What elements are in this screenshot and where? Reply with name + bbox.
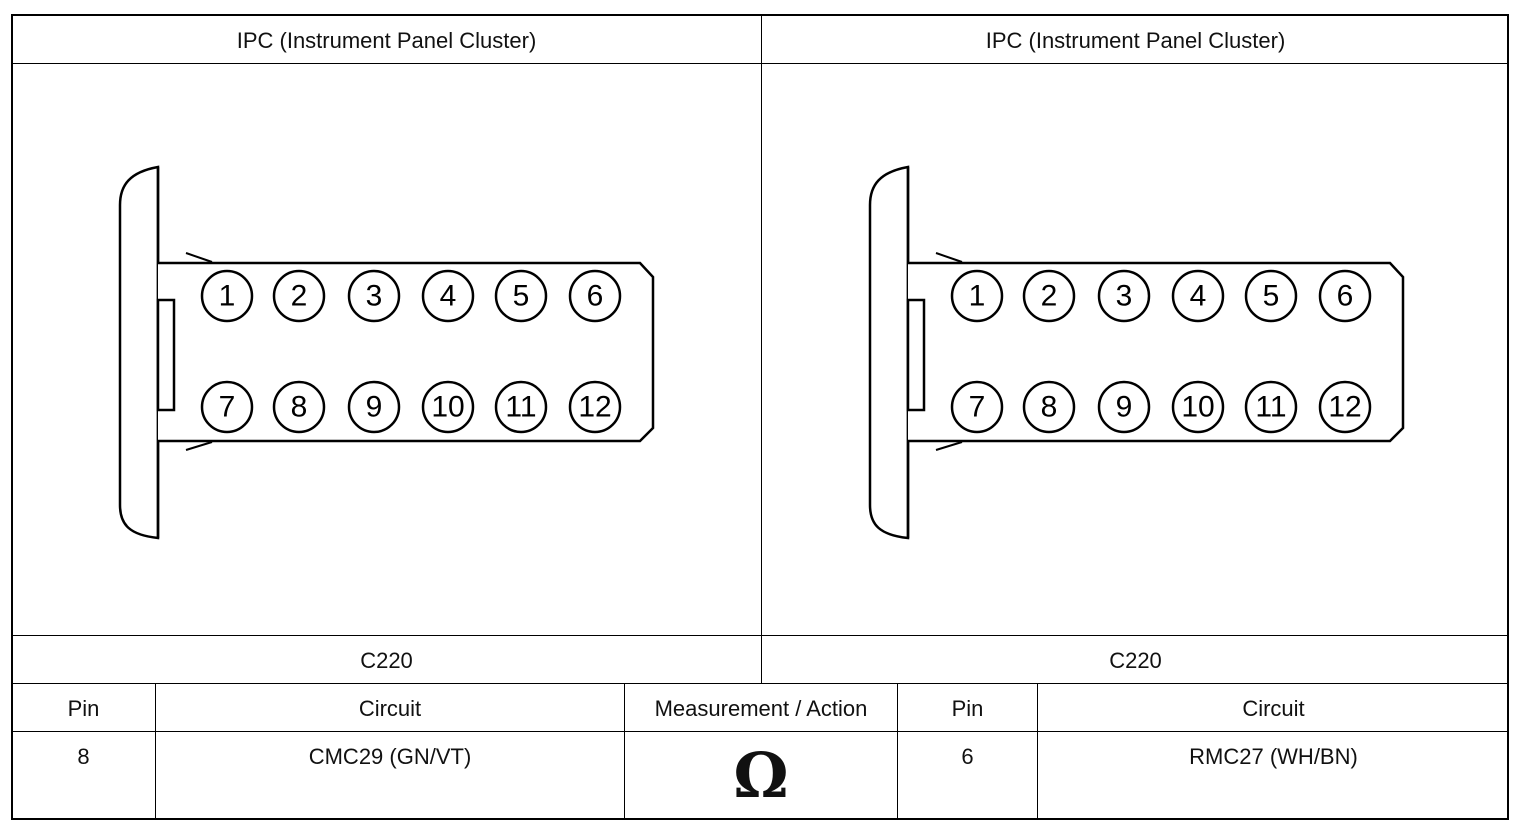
left-pin-8 (272, 380, 326, 434)
left-pin-label-5: 5 (513, 280, 530, 313)
right-pin-label-11: 11 (1255, 391, 1286, 424)
panel-divider (761, 15, 762, 684)
connector-row-divider (12, 635, 1509, 636)
table-header-top (12, 683, 1509, 684)
left-pin-6 (568, 269, 622, 323)
title-row-divider (12, 63, 1509, 64)
left-pin-12 (568, 380, 622, 434)
right-pin-5 (1244, 269, 1298, 323)
row-circuit-b: RMC27 (WH/BN) (1189, 744, 1358, 769)
left-pin-label-9: 9 (366, 391, 383, 424)
left-pin-1 (200, 269, 254, 323)
left-pin-9 (347, 380, 401, 434)
left-pin-3 (347, 269, 401, 323)
right-pin-label-4: 4 (1190, 280, 1207, 313)
col-divider-2 (624, 684, 625, 819)
right-pin-label-7: 7 (969, 391, 986, 424)
left-pin-label-7: 7 (219, 391, 236, 424)
right-pin-label-10: 10 (1181, 391, 1214, 424)
left-pin-10 (421, 380, 475, 434)
right-pin-10 (1171, 380, 1225, 434)
right-pin-11 (1244, 380, 1298, 434)
right-pin-label-8: 8 (1041, 391, 1058, 424)
right-pin-12 (1318, 380, 1372, 434)
panel-title-left: IPC (Instrument Panel Cluster) (236, 28, 537, 53)
col-divider-4 (1037, 684, 1038, 819)
right-pin-label-9: 9 (1116, 391, 1133, 424)
header-measurement: Measurement / Action (654, 696, 868, 721)
left-pin-5 (494, 269, 548, 323)
right-pin-1 (950, 269, 1004, 323)
connector-id-left: C220 (360, 648, 413, 673)
right-pin-6 (1318, 269, 1372, 323)
table-header-bottom (12, 731, 1509, 732)
right-pin-9 (1097, 380, 1151, 434)
right-pin-7 (950, 380, 1004, 434)
row-pin-b: 6 (961, 744, 974, 769)
right-pin-label-5: 5 (1263, 280, 1280, 313)
col-divider-3 (897, 684, 898, 819)
panel-title-right: IPC (Instrument Panel Cluster) (985, 28, 1286, 53)
left-pin-2 (272, 269, 326, 323)
right-pin-label-2: 2 (1041, 280, 1058, 313)
left-pin-11 (494, 380, 548, 434)
right-pin-8 (1022, 380, 1076, 434)
header-circuit-a: Circuit (358, 696, 422, 721)
left-pin-label-10: 10 (431, 391, 464, 424)
right-pin-3 (1097, 269, 1151, 323)
left-pin-label-2: 2 (291, 280, 308, 313)
left-pin-label-8: 8 (291, 391, 308, 424)
connector-id-right: C220 (1109, 648, 1162, 673)
right-pin-label-6: 6 (1337, 280, 1354, 313)
left-pin-4 (421, 269, 475, 323)
right-pin-4 (1171, 269, 1225, 323)
row-circuit-a: CMC29 (GN/VT) (308, 744, 472, 769)
left-pin-7 (200, 380, 254, 434)
right-pin-label-1: 1 (969, 280, 986, 313)
left-pin-label-12: 12 (578, 391, 611, 424)
right-pin-label-3: 3 (1116, 280, 1133, 313)
header-pin-a: Pin (67, 696, 100, 721)
right-pin-label-12: 12 (1328, 391, 1361, 424)
left-pin-label-3: 3 (366, 280, 383, 313)
test-table-frame (11, 14, 1509, 820)
left-pin-label-6: 6 (587, 280, 604, 313)
right-pin-2 (1022, 269, 1076, 323)
left-pin-label-1: 1 (219, 280, 236, 313)
col-divider-1 (155, 684, 156, 819)
left-pin-label-4: 4 (440, 280, 457, 313)
header-circuit-b: Circuit (1242, 696, 1305, 721)
left-pin-label-11: 11 (505, 391, 536, 424)
header-pin-b: Pin (951, 696, 984, 721)
ohm-icon: Ω (733, 739, 789, 812)
row-pin-a: 8 (77, 744, 90, 769)
